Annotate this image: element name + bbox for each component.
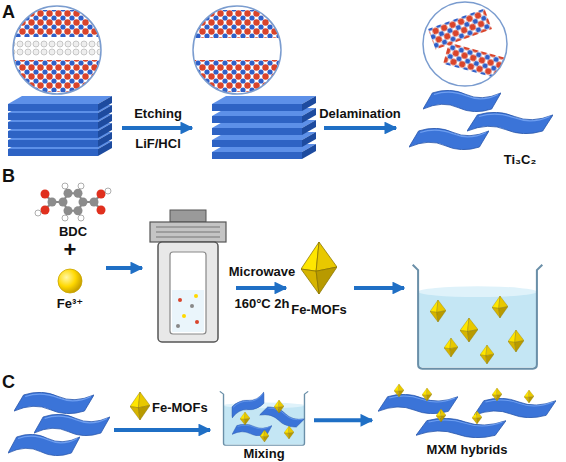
- node-label: Fe³⁺: [45, 296, 95, 311]
- mof-dispersion-beaker: [413, 265, 543, 369]
- atomic-inset: [423, 2, 507, 86]
- illustrated-node: Mixing: [214, 390, 314, 462]
- illustrated-node: BDC: [28, 180, 118, 240]
- process-label: Delamination: [305, 106, 415, 121]
- node-label: Ti₃C₂: [485, 152, 555, 167]
- layered-stack: [8, 96, 112, 156]
- node-shape: [286, 238, 352, 298]
- node-label: Mixing: [214, 446, 314, 461]
- process-arrow: [114, 428, 210, 432]
- process-arrow: [106, 266, 142, 270]
- node-shape: [214, 390, 314, 446]
- illustrated-node: MXM hybrids: [372, 384, 562, 460]
- process-label: Microwave: [217, 264, 307, 279]
- node-shape: [45, 268, 95, 296]
- panel-letter: A: [2, 2, 26, 22]
- process-arrow: [236, 286, 286, 290]
- node-label: Fe-MOFs: [152, 400, 212, 415]
- panel-letter: C: [2, 372, 26, 392]
- atomic-inset: [190, 6, 284, 94]
- layered-stack: [212, 96, 316, 159]
- node-shape: [28, 180, 118, 224]
- process-label: 160°C 2h: [217, 296, 307, 311]
- node-shape: [405, 86, 560, 152]
- atomic-inset: [10, 6, 104, 94]
- process-label: LiF/HCl: [113, 136, 203, 151]
- panel-letter: +: [55, 238, 85, 262]
- mxene-flakes: [8, 392, 110, 455]
- node-label: BDC: [28, 224, 118, 239]
- illustrated-node: Fe³⁺: [45, 268, 95, 324]
- process-arrow: [314, 418, 372, 422]
- node-label: MXM hybrids: [372, 442, 562, 457]
- node-label: Fe-MOFs: [286, 302, 352, 317]
- process-arrow: [354, 286, 404, 290]
- process-label: Etching: [113, 106, 203, 121]
- illustrated-node: Fe-MOFs: [286, 238, 352, 320]
- panel-letter: B: [2, 166, 26, 186]
- node-shape: [372, 384, 562, 442]
- process-arrow: [324, 126, 396, 130]
- illustrated-node: Ti₃C₂: [405, 86, 560, 172]
- autoclave: [150, 210, 226, 342]
- process-arrow: [122, 126, 192, 130]
- illustrated-node: Fe-MOFs: [130, 392, 212, 422]
